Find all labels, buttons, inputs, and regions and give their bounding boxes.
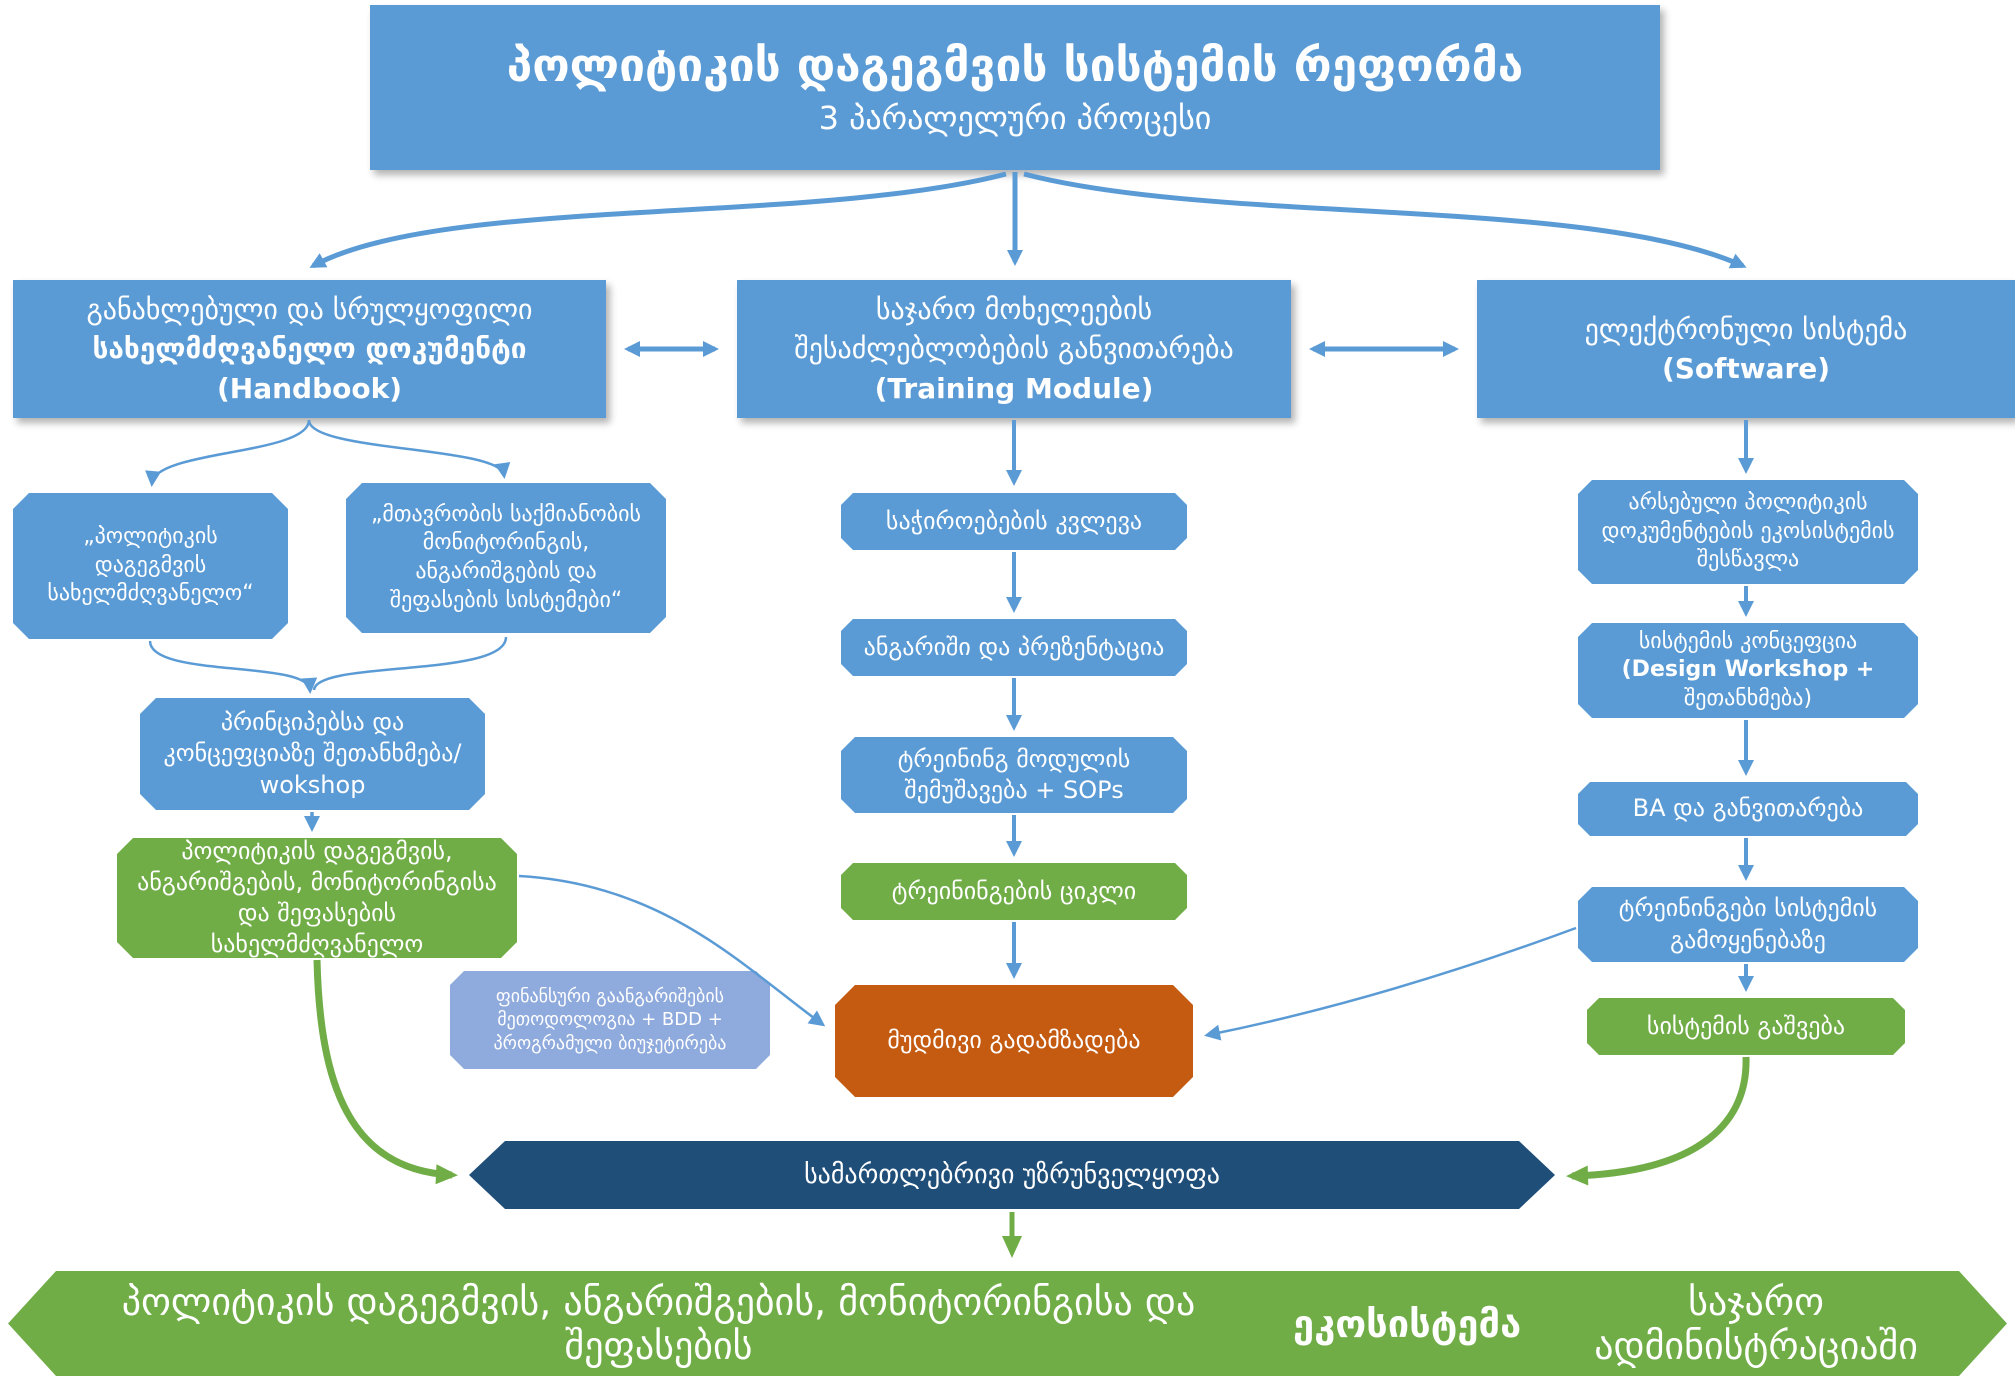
module-dev-node: ტრეინინგ მოდულის შემუშავება + SOPs bbox=[841, 737, 1187, 813]
handbook-result-node: პოლიტიკის დაგეგმვის, ანგარიშგების, მონიტ… bbox=[117, 838, 517, 958]
page-subtitle: 3 პარალელური პროცესი bbox=[818, 99, 1212, 138]
legal-support-node: სამართლებრივი უზრუნველყოფა bbox=[469, 1141, 1555, 1209]
arrow-launch-to-legal bbox=[1566, 1056, 1750, 1186]
training-cycle-label: ტრეინინგების ციკლი bbox=[891, 876, 1137, 905]
system-trainings-node: ტრეინინგები სისტემის გამოყენებაზე bbox=[1578, 887, 1918, 962]
outcome-bold: ეკოსისტემა bbox=[1293, 1301, 1522, 1346]
arrow-handbook-to-doc1 bbox=[145, 419, 311, 487]
handbook-header-line1: განახლებული და სრულყოფილი bbox=[86, 293, 533, 327]
arrow-result-to-legal bbox=[313, 959, 458, 1185]
training-header-line2: შესაძლებლობების განვითარება bbox=[794, 332, 1234, 366]
handbook-result-label: პოლიტიკის დაგეგმვის, ანგარიშგების, მონიტ… bbox=[137, 836, 497, 959]
arrow-doc1-to-workshop bbox=[148, 640, 318, 694]
system-concept-line2: (Design Workshop + bbox=[1621, 657, 1875, 683]
software-header-line1: ელექტრონული სისტემა bbox=[1584, 312, 1908, 346]
ecosystem-study-label: არსებული პოლიტიკის დოკუმენტების ეკოსისტე… bbox=[1601, 490, 1895, 573]
outcome-part1: პოლიტიკის დაგეგმვის, ანგარიშგების, მონიტ… bbox=[121, 1279, 1196, 1368]
ecosystem-study-node: არსებული პოლიტიკის დოკუმენტების ეკოსისტე… bbox=[1578, 480, 1918, 584]
system-trainings-label: ტრეინინგები სისტემის გამოყენებაზე bbox=[1618, 894, 1878, 954]
software-header-line2: (Software) bbox=[1661, 352, 1831, 385]
system-concept-node: სისტემის კონცეფცია (Design Workshop + შე… bbox=[1578, 623, 1918, 718]
workshop-label: პრინციპებსა და კონცეფციაზე შეთანხმება/ w… bbox=[163, 708, 462, 799]
training-header-node: საჯარო მოხელეების შესაძლებლობების განვით… bbox=[737, 280, 1291, 418]
source-doc-2-node: „მთავრობის საქმიანობის მონიტორინგის, ანგ… bbox=[346, 483, 666, 633]
continuous-training-label: მუდმივი გადამზადება bbox=[887, 1026, 1141, 1055]
needs-research-node: საჭიროებების კვლევა bbox=[841, 493, 1187, 550]
outcome-banner-node: პოლიტიკის დაგეგმვის, ანგარიშგების, მონიტ… bbox=[8, 1271, 2007, 1376]
arrow-trainings-to-continuous bbox=[1204, 926, 1577, 1041]
system-concept-line1: სისტემის კონცეფცია bbox=[1638, 628, 1858, 654]
legal-support-label: სამართლებრივი უზრუნველყოფა bbox=[804, 1160, 1220, 1190]
needs-research-label: საჭიროებების კვლევა bbox=[885, 506, 1143, 535]
page-title: პოლიტიკის დაგეგმვის სისტემის რეფორმა bbox=[506, 37, 1524, 92]
report-presentation-node: ანგარიში და პრეზენტაცია bbox=[841, 619, 1187, 676]
ba-development-node: BA და განვითარება bbox=[1578, 782, 1918, 836]
handbook-header-line3: (Handbook) bbox=[216, 371, 403, 405]
arrow-title-to-handbook bbox=[309, 171, 1007, 269]
handbook-header-node: განახლებული და სრულყოფილი სახელმძღვანელო… bbox=[13, 280, 606, 418]
training-header-line3: (Training Module) bbox=[874, 371, 1154, 405]
module-dev-label: ტრეინინგ მოდულის შემუშავება + SOPs bbox=[897, 744, 1131, 804]
arrow-handbook-to-doc2 bbox=[307, 419, 511, 479]
software-header-node: ელექტრონული სისტემა (Software) bbox=[1477, 280, 2015, 418]
source-doc-1-label: „პოლიტიკის დაგეგმვის სახელმძღვანელო“ bbox=[47, 524, 254, 607]
workshop-node: პრინციპებსა და კონცეფციაზე შეთანხმება/ w… bbox=[140, 698, 485, 810]
ba-development-label: BA და განვითარება bbox=[1632, 794, 1864, 823]
finance-note-node: ფინანსური გაანგარიშების მეთოდოლოგია + BD… bbox=[450, 971, 770, 1069]
source-doc-1-node: „პოლიტიკის დაგეგმვის სახელმძღვანელო“ bbox=[13, 493, 288, 639]
continuous-training-node: მუდმივი გადამზადება bbox=[835, 985, 1193, 1097]
handbook-header-line2: სახელმძღვანელო დოკუმენტი bbox=[92, 332, 527, 366]
outcome-part2: საჯარო ადმინისტრაციაში bbox=[1594, 1279, 1918, 1368]
training-cycle-node: ტრეინინგების ციკლი bbox=[841, 863, 1187, 920]
system-concept-line3: შეთანხმება) bbox=[1683, 685, 1813, 711]
source-doc-2-label: „მთავრობის საქმიანობის მონიტორინგის, ანგ… bbox=[370, 501, 642, 613]
title-node: პოლიტიკის დაგეგმვის სისტემის რეფორმა 3 პ… bbox=[370, 5, 1660, 170]
finance-note-label: ფინანსური გაანგარიშების მეთოდოლოგია + BD… bbox=[493, 985, 727, 1054]
system-launch-node: სისტემის გაშვება bbox=[1587, 998, 1905, 1055]
arrow-title-to-software bbox=[1023, 171, 1747, 269]
system-launch-label: სისტემის გაშვება bbox=[1646, 1011, 1846, 1040]
training-header-line1: საჯარო მოხელეების bbox=[875, 293, 1153, 327]
report-presentation-label: ანგარიში და პრეზენტაცია bbox=[863, 632, 1165, 661]
arrow-doc2-to-workshop bbox=[312, 636, 508, 691]
